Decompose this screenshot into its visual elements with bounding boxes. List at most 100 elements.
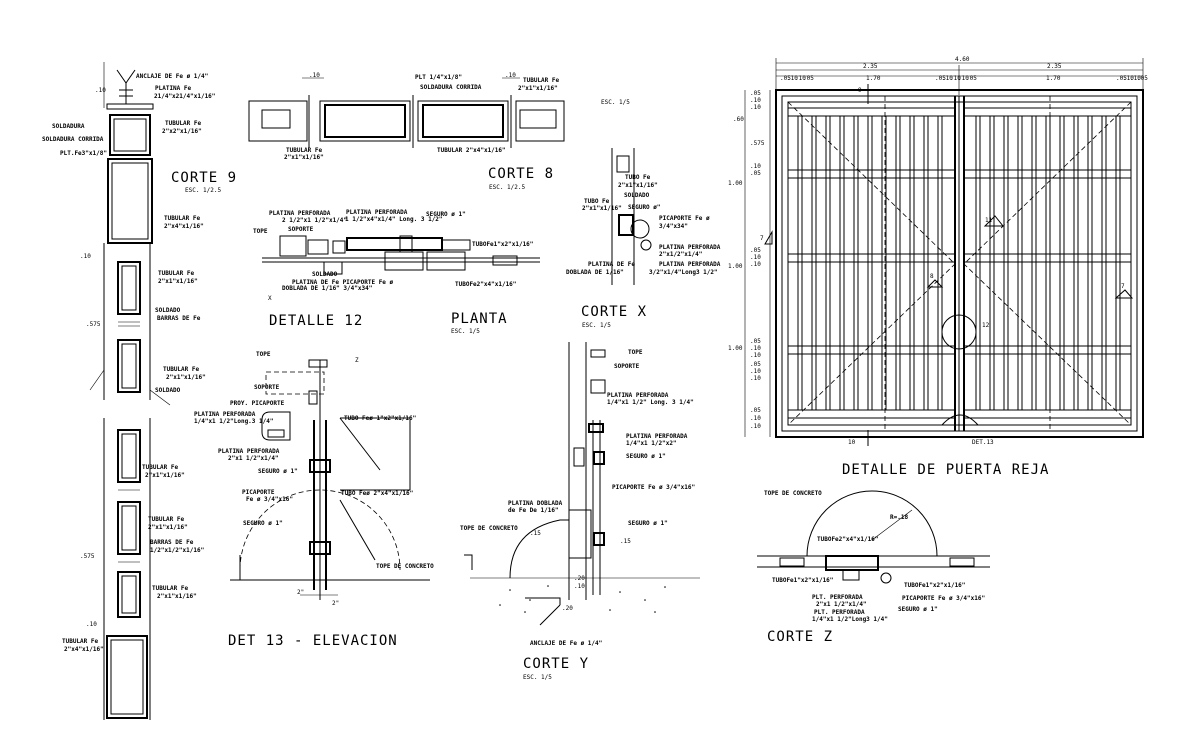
corte8-label: TUBULAR Fe xyxy=(523,77,560,84)
d13-label: TOPE DE CONCRETO xyxy=(376,563,434,570)
svg-text:.10: .10 xyxy=(1130,75,1141,82)
column-label: 2"x1"x1/16" xyxy=(145,472,185,479)
svg-text:.10: .10 xyxy=(750,415,761,422)
column-label: TUBULAR Fe xyxy=(152,585,189,592)
dim-label: .10 xyxy=(574,583,585,590)
svg-text:.10: .10 xyxy=(750,352,761,359)
svg-text:.05: .05 xyxy=(966,75,977,82)
cx-label: SEGURO ø" xyxy=(628,204,661,211)
corte-x-section: TUBO Fe 2"x1"x1/16" TUBO Fe 2"x1"x1/16" … xyxy=(566,148,721,329)
cx-label: PICAPORTE Fe ø xyxy=(659,215,710,222)
cz-label: TUBOFe1"x2"x1/16" xyxy=(904,582,965,589)
d13-label: 1/4"x1 1/2"Long.3 1/4" xyxy=(194,418,273,425)
cy-label: SEGURO ø 1" xyxy=(626,453,666,460)
cy-label: 1/4"x1 1/2" Long. 3 1/4" xyxy=(607,399,694,406)
corte9-label: 2"x4"x1/16" xyxy=(164,223,204,230)
cx-label: DOBLADA DE 1/16" xyxy=(566,269,624,276)
d13-label: TUBO Feø 2"x4"x1/16" xyxy=(341,490,413,497)
svg-text:.10: .10 xyxy=(750,261,761,268)
detalle-12-section: PLATINA PERFORADA 2 1/2"x1 1/2"x1/4" PLA… xyxy=(253,209,540,335)
cy-label: PICAPORTE Fe ø 3/4"x16" xyxy=(612,484,695,491)
svg-text:1.00: 1.00 xyxy=(728,345,743,352)
column-label: 2"x1"x1/16" xyxy=(158,278,198,285)
d13-label: PLATINA PERFORADA xyxy=(218,448,280,455)
svg-text:.10: .10 xyxy=(787,75,798,82)
d13-label: SEGURO ø 1" xyxy=(243,520,283,527)
cx-label: SOLDADO xyxy=(624,192,650,199)
svg-text:.05: .05 xyxy=(935,75,946,82)
section-marker: 9 xyxy=(858,87,862,94)
column-label: TUBULAR Fe xyxy=(62,638,99,645)
cz-label: SEGURO ø 1" xyxy=(898,606,938,613)
svg-text:.10: .10 xyxy=(950,75,961,82)
svg-text:.05: .05 xyxy=(780,75,791,82)
corte8-label: PLT 1/4"x1/8" xyxy=(415,74,462,81)
cy-title: CORTE Y xyxy=(523,656,589,672)
dim-label: 2" xyxy=(297,589,304,596)
corte8-label: TUBULAR 2"x4"x1/16" xyxy=(437,147,506,154)
d13-label: 2"x1 1/2"x1/4" xyxy=(228,455,279,462)
svg-text:1.00: 1.00 xyxy=(728,263,743,270)
corte8-label: SOLDADURA CORRIDA xyxy=(420,84,482,91)
corte9-title: CORTE 9 xyxy=(171,170,237,186)
d12-title: DETALLE 12 xyxy=(269,313,363,329)
dim-label: .15 xyxy=(620,538,631,545)
corte8-label: TUBULAR Fe xyxy=(286,147,323,154)
d13-label: PICAPORTE xyxy=(242,489,275,496)
section-marker: 7 xyxy=(1121,283,1125,290)
svg-text:.05: .05 xyxy=(750,407,761,414)
dim-label: .10 xyxy=(505,72,516,79)
cx-scale: ESC. 1/5 xyxy=(582,322,611,329)
svg-text:.10: .10 xyxy=(750,163,761,170)
section-marker: 12 xyxy=(982,322,990,329)
cy-label: SEGURO ø 1" xyxy=(628,520,668,527)
lower-column-section: TUBULAR Fe 2"x1"x1/16" TUBULAR Fe 2"x1"x… xyxy=(62,418,204,720)
section-marker: 7 xyxy=(760,235,764,242)
corte8-scale: ESC. 1/2.5 xyxy=(489,184,526,191)
cz-label: 1/4"x1 1/2"Long3 1/4" xyxy=(812,616,888,623)
puerta-title: DETALLE DE PUERTA REJA xyxy=(842,462,1049,478)
corte8-title: CORTE 8 xyxy=(488,166,554,182)
cx-label: TUBO Fe xyxy=(584,198,610,205)
d12-label: 2 1/2"x1 1/2"x1/4" xyxy=(282,217,347,224)
corte9-label: ANCLAJE DE Fe ø 1/4" xyxy=(136,73,208,80)
svg-text:.05: .05 xyxy=(1137,75,1148,82)
cx-label: 2"x1/2"x1/4" xyxy=(659,251,702,258)
svg-text:.10: .10 xyxy=(750,368,761,375)
corte9-label: 21/4"x21/4"x1/16" xyxy=(154,93,215,100)
d12-label: PLATINA DE Fe PICAPORTE Fe ø xyxy=(292,279,394,286)
d12-label: SOPORTE xyxy=(288,226,314,233)
corte9-scale: ESC. 1/2.5 xyxy=(185,187,222,194)
column-label: BARRAS DE Fe xyxy=(157,315,201,322)
puerta-reja-elevation: 4.60 2.35 2.35 .05 .10 .10 .05 1.70 .05 … xyxy=(728,56,1148,478)
right-leaf-bars xyxy=(975,115,1121,411)
svg-text:.10: .10 xyxy=(942,75,953,82)
svg-text:.10: .10 xyxy=(750,423,761,430)
svg-text:.05: .05 xyxy=(750,247,761,254)
dim-label: .20 xyxy=(574,575,585,582)
svg-text:.60: .60 xyxy=(733,116,744,123)
corte-z-section: TOPE DE CONCRETO R=.18 TUBOFe2"x4"x1/16"… xyxy=(757,490,990,645)
column-label: TUBULAR Fe xyxy=(142,464,179,471)
svg-text:.05: .05 xyxy=(750,338,761,345)
cx-label: TUBO Fe xyxy=(625,174,651,181)
d12-label: TUBOFe2"x4"x1/16" xyxy=(455,281,516,288)
cy-label: TOPE DE CONCRETO xyxy=(460,525,518,532)
d12-label: DOBLADA DE 1/16" 3/4"x34" xyxy=(282,285,372,292)
corte-8-section: .10 .10 PLT 1/4"x1/8" SOLDADURA CORRIDA … xyxy=(248,72,630,191)
cy-label: ANCLAJE DE Fe ø 1/4" xyxy=(530,640,602,647)
svg-text:1.70: 1.70 xyxy=(1046,75,1061,82)
svg-text:1.00: 1.00 xyxy=(728,180,743,187)
d13-label: Fe ø 3/4"x16" xyxy=(246,496,293,503)
column-label: 1/2"x1/2"x1/16" xyxy=(150,547,204,554)
column-label: BARRAS DE Fe xyxy=(150,539,194,546)
d12-label: SOLDADO xyxy=(312,271,338,278)
column-label: 2"x1"x1/16" xyxy=(166,374,206,381)
left-dims: .05 .10 .10 .60 .575 .10 .05 1.00 .05 .1… xyxy=(728,90,765,430)
section-marker: 8 xyxy=(930,273,934,280)
corte9-label: TUBULAR Fe xyxy=(165,120,202,127)
column-label: 2"x1"x1/16" xyxy=(148,524,188,531)
cx-label: PLATINA PERFORADA xyxy=(659,244,721,251)
cz-label: PICAPORTE Fe ø 3/4"x16" xyxy=(902,595,985,602)
